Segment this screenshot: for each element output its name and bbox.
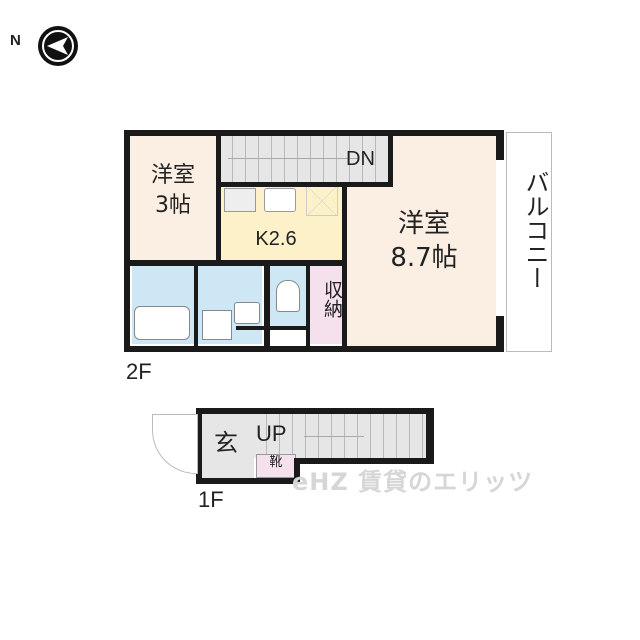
floor-2f-label: 2F <box>126 359 152 384</box>
western-room-3-name: 洋室 <box>150 163 195 188</box>
entrance-area <box>202 414 254 478</box>
watermark-logo: eHZ 賃貸のエリッツ <box>292 468 534 496</box>
stairs-down-label: DN <box>346 148 375 170</box>
western-room-8-size: 8.7帖 <box>390 243 458 273</box>
floor-1f-label: 1F <box>198 487 224 512</box>
shoe-closet-area <box>256 454 296 478</box>
sink-icon <box>264 188 296 212</box>
entrance-label: 玄 <box>214 429 238 457</box>
fridge-space-icon <box>306 186 338 216</box>
compass-icon <box>38 26 78 66</box>
floor-1f-plan: 玄 UP 靴 <box>196 408 434 484</box>
north-label: N <box>10 32 21 49</box>
storage-label: 収納 <box>321 280 343 318</box>
washing-machine-icon <box>202 310 232 340</box>
stairs-down <box>220 136 388 182</box>
balcony-area <box>506 132 552 352</box>
balcony-label: バルコニー <box>521 170 549 290</box>
toilet-icon <box>276 280 300 312</box>
western-room-3-size: 3帖 <box>155 193 191 218</box>
floor-2f-plan: DN 洋室 3帖 K2.6 洋室 8.7帖 収納 <box>124 130 504 352</box>
stove-icon <box>224 188 256 212</box>
stairs-up <box>254 414 426 458</box>
shoe-closet-label: 靴 <box>269 455 283 470</box>
washbasin-icon <box>234 302 260 324</box>
entrance-door <box>152 414 198 474</box>
bathtub-icon <box>134 306 190 340</box>
western-room-3-area <box>130 136 216 260</box>
stairs-up-label: UP <box>256 421 287 446</box>
western-room-8-name: 洋室 <box>397 209 450 239</box>
storage-area <box>310 266 342 344</box>
kitchen-label: K2.6 <box>255 228 297 250</box>
